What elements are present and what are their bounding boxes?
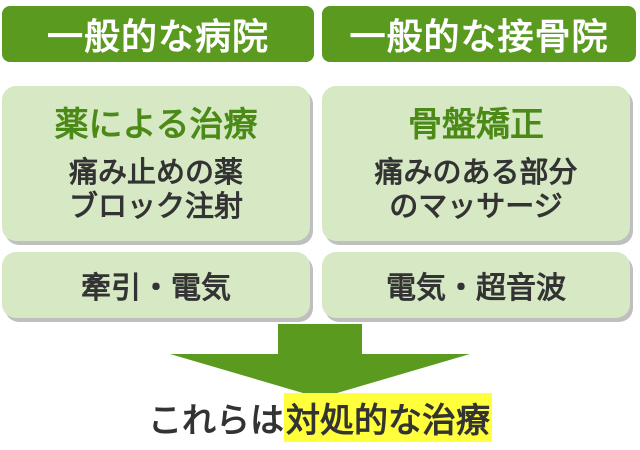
card-line-block-injection: ブロック注射 xyxy=(68,188,243,223)
card-clinic-electric: 電気・超音波 xyxy=(322,252,630,318)
card-line-painkiller: 痛み止めの薬 xyxy=(68,154,243,189)
header-hospital: 一般的な病院 xyxy=(2,6,314,62)
arrow-shape xyxy=(170,324,470,398)
card-title-medicine: 薬による治療 xyxy=(54,104,258,145)
conclusion-text: これらは対処的な治療 xyxy=(0,392,640,442)
conclusion-prefix: これらは xyxy=(148,400,284,441)
card-title-pelvis: 骨盤矯正 xyxy=(408,104,544,145)
card-clinic-pelvis: 骨盤矯正 痛みのある部分 のマッサージ xyxy=(322,86,630,241)
card-line-painful-area: 痛みのある部分 xyxy=(374,154,578,189)
card-text-traction-electric: 牽引・電気 xyxy=(81,271,231,306)
card-line-massage: のマッサージ xyxy=(389,188,563,223)
header-osteopathic-clinic: 一般的な接骨院 xyxy=(322,6,636,62)
conclusion-highlight: 対処的な治療 xyxy=(284,392,492,442)
down-arrow-icon xyxy=(170,324,470,398)
card-text-electric-ultrasound: 電気・超音波 xyxy=(386,271,566,306)
card-hospital-medicine: 薬による治療 痛み止めの薬 ブロック注射 xyxy=(2,86,310,241)
card-hospital-traction: 牽引・電気 xyxy=(2,252,310,318)
